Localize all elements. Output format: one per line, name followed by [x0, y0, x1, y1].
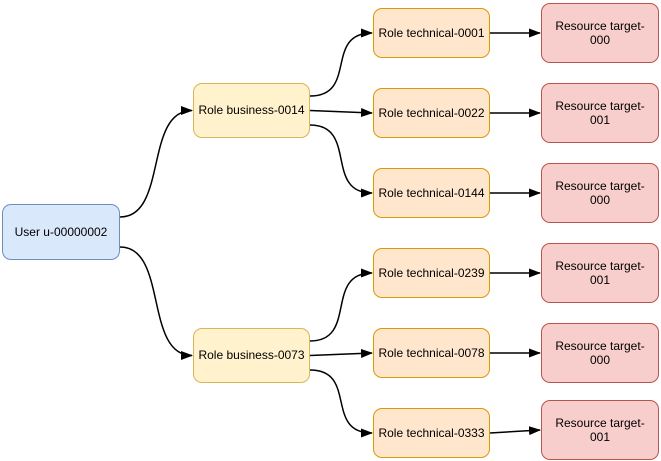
node-label: User u-00000002	[14, 224, 108, 239]
node-label: Resource target-000	[555, 338, 645, 367]
edge-t0333-to-r5[interactable]	[489, 426, 541, 436]
node-technical-t0078[interactable]: Role technical-0078	[373, 328, 490, 378]
edge-b0073-to-t0239[interactable]	[309, 268, 373, 342]
node-label: Role technical-0333	[378, 425, 485, 440]
node-label: Resource target-001	[555, 415, 645, 444]
node-label: Role business-0014	[198, 103, 305, 118]
node-technical-t0333[interactable]: Role technical-0333	[373, 408, 490, 458]
node-business-b0073[interactable]: Role business-0073	[193, 328, 310, 383]
node-label: Role technical-0078	[378, 345, 485, 360]
node-label: Role technical-0239	[378, 265, 485, 280]
edge-b0014-to-t0022[interactable]	[309, 108, 373, 118]
node-technical-t0022[interactable]: Role technical-0022	[373, 88, 490, 138]
node-resource-r4[interactable]: Resource target-000	[541, 323, 659, 383]
node-technical-t0239[interactable]: Role technical-0239	[373, 248, 490, 298]
node-technical-t0144[interactable]: Role technical-0144	[373, 168, 490, 218]
edge-b0014-to-t0144[interactable]	[309, 124, 373, 198]
node-label: Resource target-001	[555, 258, 645, 287]
node-resource-r2[interactable]: Resource target-000	[541, 163, 659, 223]
node-resource-r0[interactable]: Resource target-000	[541, 3, 659, 63]
edge-b0014-to-t0001[interactable]	[309, 28, 373, 97]
node-technical-t0001[interactable]: Role technical-0001	[373, 8, 490, 58]
node-resource-r5[interactable]: Resource target-001	[541, 400, 659, 460]
edge-b0073-to-t0333[interactable]	[309, 369, 373, 438]
edge-user-to-b0073[interactable]	[119, 246, 193, 360]
node-resource-r3[interactable]: Resource target-001	[541, 243, 659, 303]
node-label: Role technical-0001	[378, 25, 485, 40]
edge-b0073-to-t0078[interactable]	[309, 348, 373, 358]
node-resource-r1[interactable]: Resource target-001	[541, 83, 659, 143]
node-label: Resource target-001	[555, 98, 645, 127]
node-label: Resource target-000	[555, 18, 645, 47]
node-label: Role technical-0144	[378, 185, 485, 200]
node-user-user[interactable]: User u-00000002	[2, 204, 120, 260]
node-business-b0014[interactable]: Role business-0014	[193, 83, 310, 138]
node-label: Role business-0073	[198, 348, 305, 363]
node-label: Resource target-000	[555, 178, 645, 207]
node-label: Role technical-0022	[378, 105, 485, 120]
edge-user-to-b0014[interactable]	[119, 106, 193, 218]
